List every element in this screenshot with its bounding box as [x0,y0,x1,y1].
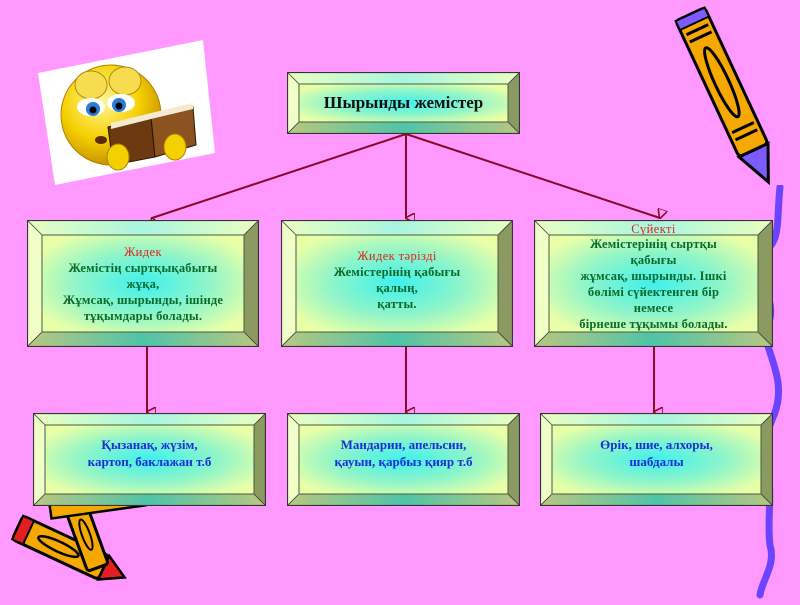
example-node-3: Өрік, шие, алхоры, шабдалы [540,413,773,506]
example-line: шабдалы [629,453,684,469]
category-line: жұмсақ, шырынды. Ішкі [580,269,727,283]
category-node-stone-fruit: Сүйекті Жемістерінің сыртқы қабығы жұмса… [534,220,773,347]
example-line: картоп, баклажан т.б [87,453,212,469]
category-line: тұқымдары болады. [83,308,203,323]
reading-smiley-icon [33,35,218,190]
category-line: бөлімі сүйектенген бір [587,285,720,299]
example-line: Өрік, шие, алхоры, [600,436,713,452]
category-line: қабығы [630,253,677,267]
category-line: немесе [633,301,674,315]
crayons-icon [0,486,160,600]
root-node: Шырынды жемістер [287,72,520,134]
example-line: Қызанақ, жүзім, [101,436,198,452]
example-line: қауын, қарбыз қияр т.б [334,453,473,469]
category-heading: Жидек тәрізді [357,248,437,263]
category-line: Жемістің сыртқықабығы [68,260,218,275]
category-line: Жемістерінің сыртқы [590,237,717,251]
category-heading: Сүйекті [631,222,676,236]
category-line: бірнеше тұқымы болады. [579,317,728,331]
category-node-berry-like: Жидек тәрізді Жемістерінің қабығы қалың,… [281,220,513,347]
category-line: жұқа, [126,276,160,291]
arrow-root-to-cat3 [405,133,660,218]
category-line: Жұмсақ, шырынды, ішінде [62,292,224,307]
example-line: Мандарин, апельсин, [340,436,467,452]
category-line: қатты. [377,296,417,311]
root-title: Шырынды жемістер [323,93,484,112]
category-line: қалың, [376,280,418,295]
category-heading: Жидек [124,244,162,259]
example-node-1: Қызанақ, жүзім, картоп, баклажан т.б [33,413,266,506]
category-line: Жемістерінің қабығы [333,264,461,279]
category-node-berry: Жидек Жемістің сыртқықабығы жұқа, Жұмсақ… [27,220,259,347]
example-node-2: Мандарин, апельсин, қауын, қарбыз қияр т… [287,413,520,506]
crayon-icon [670,0,790,195]
